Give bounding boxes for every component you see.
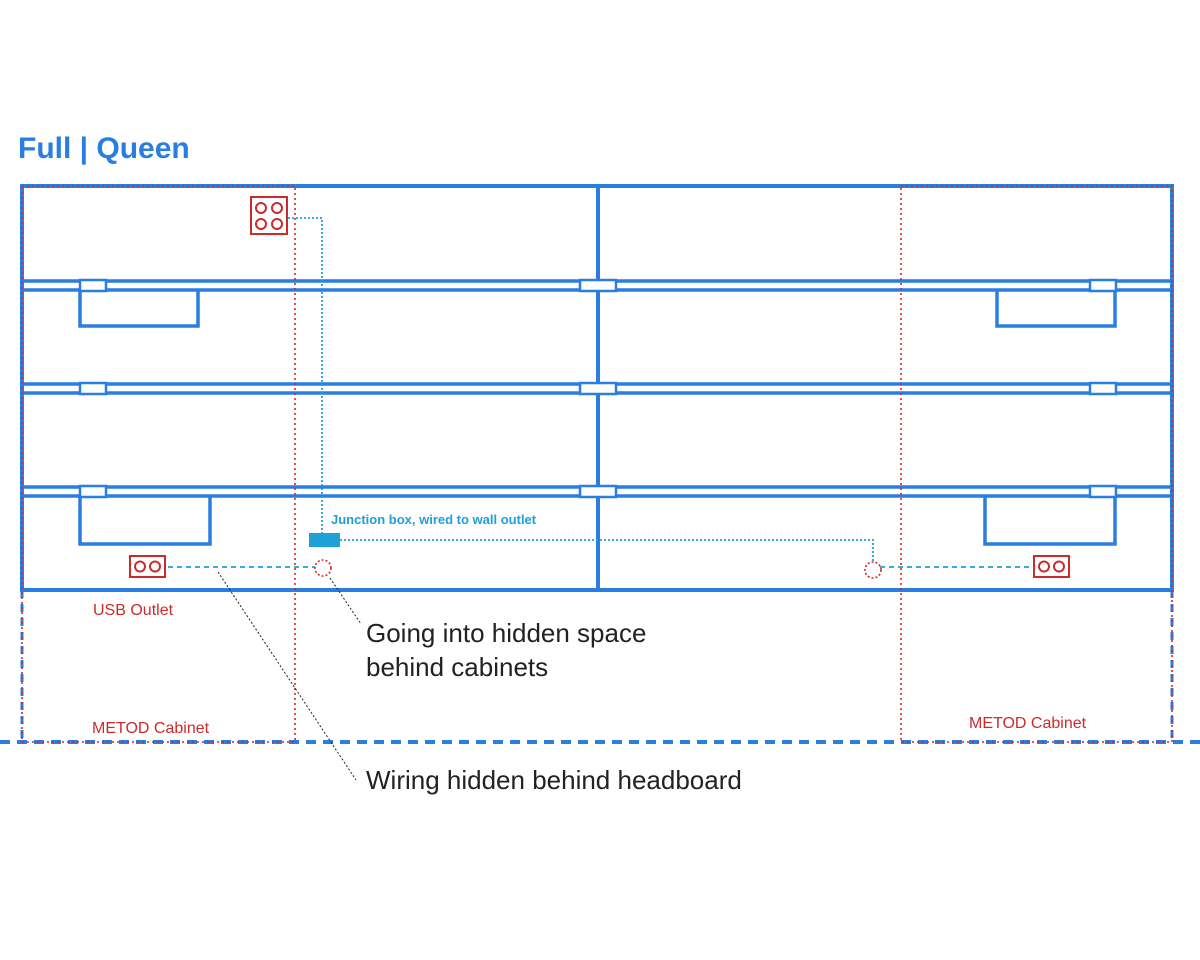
wiring-hidden-callout: Wiring hidden behind headboard [366, 765, 742, 795]
shelf-bracket-right-upper [995, 290, 1117, 328]
metod-cabinet-left [21, 185, 296, 743]
pass-through-hole-right [864, 561, 882, 579]
junction-box-icon [309, 533, 340, 547]
shelf-bracket-left-lower [78, 496, 212, 546]
leader-hidden-space [329, 577, 362, 625]
shelf-bracket-left-upper [78, 290, 200, 328]
cabinet-left-label: METOD Cabinet [92, 720, 210, 737]
quad-outlet-icon [250, 196, 288, 235]
metod-cabinet-right [900, 185, 1173, 743]
shelf-bracket-right-lower [983, 496, 1117, 546]
cabinet-right-label: METOD Cabinet [969, 715, 1087, 732]
wiring-dotted [288, 217, 874, 563]
hidden-space-callout-line1: Going into hidden space [366, 618, 646, 648]
usb-outlet-icon-right [1033, 555, 1070, 578]
wire-junction-to-right [340, 539, 874, 563]
junction-box-label: Junction box, wired to wall outlet [331, 512, 537, 527]
hidden-space-callout-line2: behind cabinets [366, 652, 548, 682]
leader-wiring-hidden [217, 571, 357, 781]
shelf-brackets [78, 290, 1117, 546]
rail-connectors [78, 278, 1118, 499]
usb-outlet-icon-left [129, 555, 166, 578]
wire-top-outlet-to-junction [288, 217, 323, 533]
page-title: Full | Queen [18, 132, 190, 165]
callout-leaders [217, 571, 362, 781]
usb-outlet-label: USB Outlet [93, 602, 174, 619]
pass-through-hole-left [314, 559, 332, 577]
